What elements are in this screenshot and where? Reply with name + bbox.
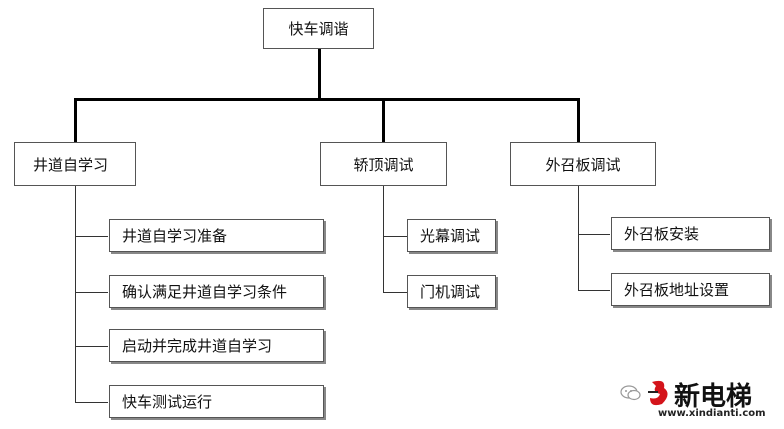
branch-1-tick-2 xyxy=(75,292,108,293)
branch-1-tick-3 xyxy=(75,346,108,347)
leaf-node-label: 确认满足井道自学习条件 xyxy=(122,283,288,301)
leaf-node-label: 快车测试运行 xyxy=(122,393,213,411)
leaf-node-label: 外召板地址设置 xyxy=(624,281,730,299)
branch-1-tick-1 xyxy=(75,236,108,237)
leaf-node: 确认满足井道自学习条件 xyxy=(109,275,324,308)
elevator-logo-icon xyxy=(648,380,668,406)
branch-2-tick-1 xyxy=(383,236,407,237)
watermark-text: 新电梯 xyxy=(674,382,753,412)
branch-3-tick-1 xyxy=(578,234,610,235)
site-watermark-logo: 新电梯 www.xindianti.com xyxy=(616,372,784,429)
leaf-node: 外召板地址设置 xyxy=(611,273,770,306)
root-node: 快车调谐 xyxy=(263,8,374,49)
watermark-url: www.xindianti.com xyxy=(658,408,766,419)
branch-node-label: 外召板调试 xyxy=(545,155,621,174)
leaf-node: 外召板安装 xyxy=(611,217,770,250)
leaf-node: 快车测试运行 xyxy=(109,385,324,418)
branch-node-shaft-learning: 井道自学习 xyxy=(14,142,136,186)
branch-3-connector xyxy=(577,98,580,142)
main-bus-line xyxy=(74,98,580,101)
leaf-node-label: 门机调试 xyxy=(420,283,481,301)
leaf-node-label: 光幕调试 xyxy=(420,227,481,245)
leaf-node-label: 外召板安装 xyxy=(624,225,700,243)
branch-node-label: 轿顶调试 xyxy=(353,155,414,174)
leaf-node: 门机调试 xyxy=(407,275,496,308)
branch-3-trunk xyxy=(578,186,579,290)
leaf-node-label: 井道自学习准备 xyxy=(122,227,228,245)
leaf-node: 光幕调试 xyxy=(407,219,496,252)
branch-3-tick-2 xyxy=(578,290,610,291)
leaf-node: 启动并完成井道自学习 xyxy=(109,329,324,362)
leaf-node-label: 启动并完成井道自学习 xyxy=(122,337,273,355)
branch-1-trunk xyxy=(75,186,76,402)
branch-2-trunk xyxy=(383,186,384,292)
branch-2-tick-2 xyxy=(383,292,407,293)
branch-1-connector xyxy=(74,98,77,142)
root-node-label: 快车调谐 xyxy=(288,20,349,38)
branch-node-label: 井道自学习 xyxy=(33,155,109,174)
branch-node-hall-call-board: 外召板调试 xyxy=(510,142,656,186)
branch-2-connector xyxy=(382,98,385,142)
wechat-icon xyxy=(620,385,641,401)
leaf-node: 井道自学习准备 xyxy=(109,219,324,252)
root-connector xyxy=(318,48,321,100)
branch-node-car-top: 轿顶调试 xyxy=(320,142,447,186)
branch-1-tick-4 xyxy=(75,402,108,403)
